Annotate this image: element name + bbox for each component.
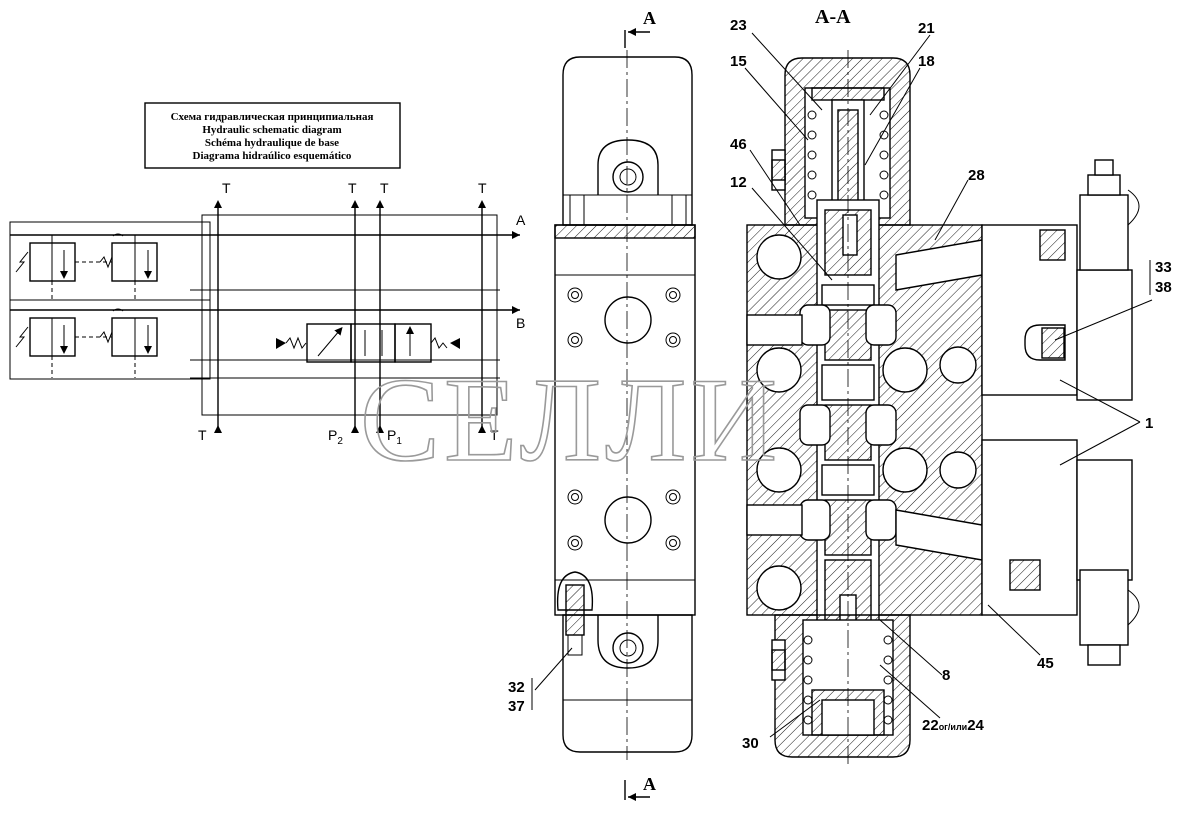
section-mark-top: A <box>643 8 656 28</box>
callout-21: 21 <box>918 20 935 37</box>
title-fr: Schéma hydraulique de base <box>205 137 339 149</box>
callout-46: 46 <box>730 136 747 153</box>
callout-8: 8 <box>942 667 950 684</box>
callout-28: 28 <box>968 167 985 184</box>
title-en: Hydraulic schematic diagram <box>202 124 341 136</box>
directional-valve-symbol <box>276 323 460 363</box>
callout-32: 32 <box>508 679 525 696</box>
port-t-top-4: T <box>478 180 487 196</box>
port-t-bottom-1: T <box>198 427 207 443</box>
section-a-a: A-A <box>508 6 1172 765</box>
watermark-logo: СЕЛЛИ <box>360 353 781 486</box>
callout-37: 37 <box>508 698 525 715</box>
callout-30: 30 <box>742 735 759 752</box>
callout-45: 45 <box>1037 655 1054 672</box>
callout-12: 12 <box>730 174 747 191</box>
callout-22-24: 22ог/или24 <box>922 717 985 734</box>
port-t-top-3: T <box>380 180 389 196</box>
relief-valve-upper <box>15 233 158 300</box>
port-p2: P2 <box>328 427 343 447</box>
callout-23: 23 <box>730 17 747 34</box>
port-t-top-1: T <box>222 180 231 196</box>
relief-valve-lower <box>15 308 158 378</box>
callout-1: 1 <box>1145 415 1153 432</box>
callout-38: 38 <box>1155 279 1172 296</box>
port-a: A <box>516 212 526 228</box>
callout-15: 15 <box>730 53 747 70</box>
callout-18: 18 <box>918 53 935 70</box>
port-t-bottom-2: T <box>490 427 499 443</box>
front-view: A A <box>554 8 696 801</box>
title-ru: Схема гидравлическая принципиальная <box>171 111 374 123</box>
port-t-top-2: T <box>348 180 357 196</box>
title-box: Схема гидравлическая принципиальная Hydr… <box>144 102 401 169</box>
callout-33: 33 <box>1155 259 1172 276</box>
title-es: Diagrama hidraúlico esquemático <box>193 150 352 162</box>
section-mark-bottom: A <box>643 774 656 794</box>
hydraulic-schematic: Схема гидравлическая принципиальная Hydr… <box>9 102 526 447</box>
section-title: A-A <box>815 6 851 28</box>
section-frame <box>201 214 498 416</box>
port-b: B <box>516 315 525 331</box>
port-p1: P1 <box>387 427 402 447</box>
